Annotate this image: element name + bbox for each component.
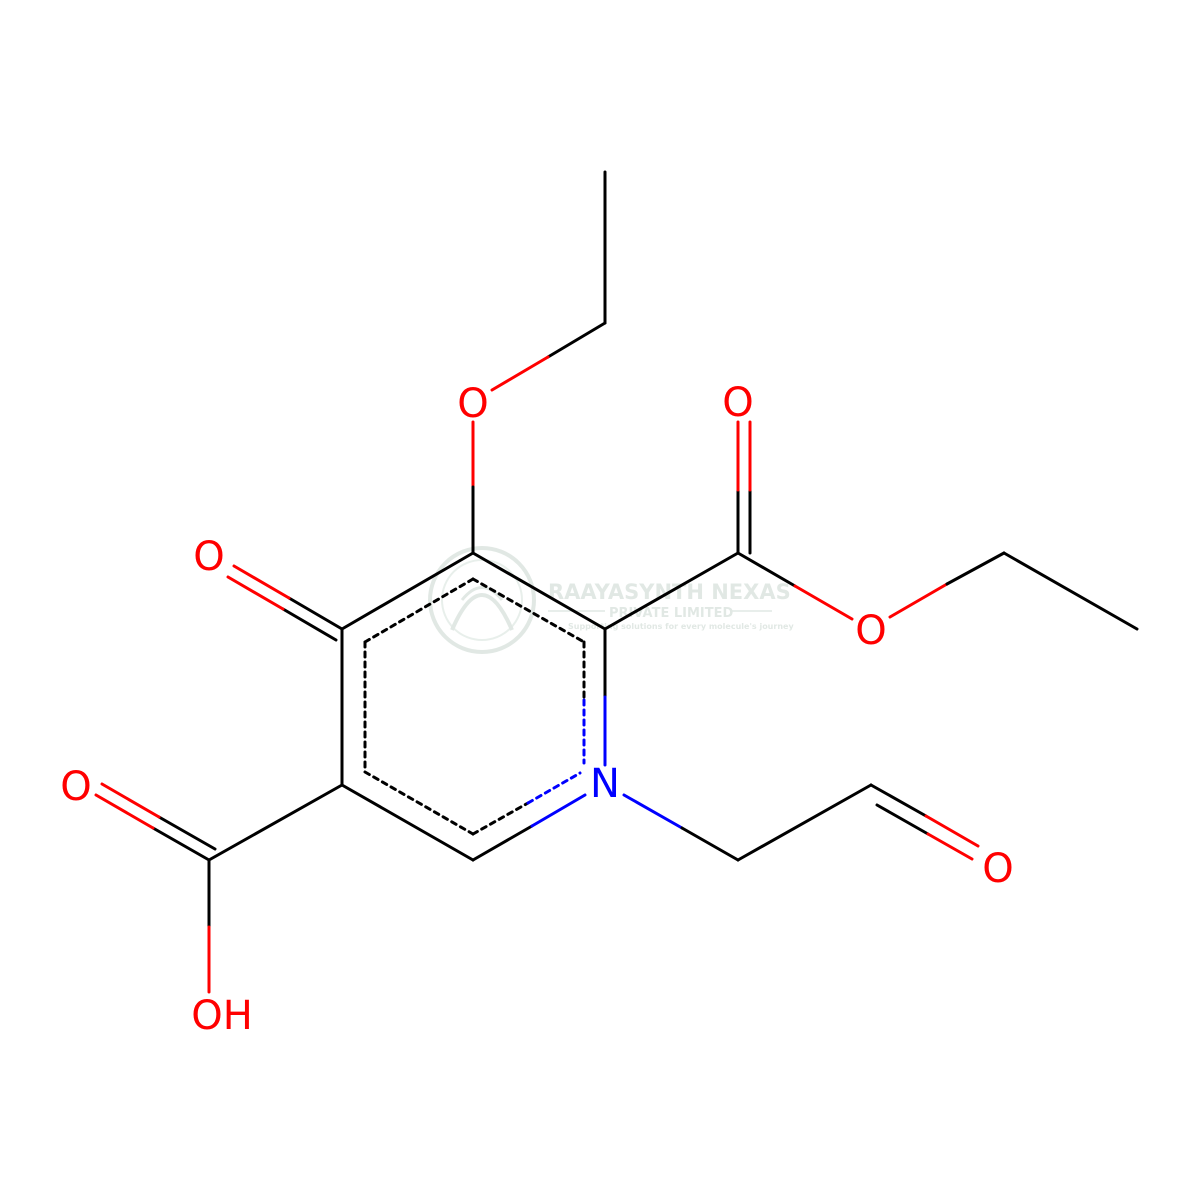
bond-n-ch2 <box>622 793 684 830</box>
aromatic-dashed-bonds <box>363 577 586 836</box>
atom-oh-acid: OH <box>191 993 253 1039</box>
bond-acid-carbonyl-double <box>151 826 211 862</box>
watermark-emblem-icon <box>428 546 536 654</box>
bond-ethoxy-ch2-o <box>546 321 607 359</box>
atom-o-aldehyde: O <box>982 846 1013 892</box>
atom-o-ethoxy: O <box>457 381 488 427</box>
bond-ketone-double <box>287 596 344 631</box>
bond-ring-c6-n <box>471 824 534 862</box>
bond-ester-ch2-ch3 <box>1002 551 1139 631</box>
atom-o-ester-carbonyl: O <box>722 380 753 426</box>
bond-ester-o-ch2 <box>888 582 949 619</box>
bond-aldehyde-double <box>869 783 928 818</box>
bond-ester-c-o <box>736 551 797 588</box>
atom-o-acid-carbonyl: O <box>60 764 91 810</box>
bonds <box>94 170 1139 994</box>
atom-o-ester-ether: O <box>855 608 886 654</box>
bond-ch2-cho <box>736 783 873 862</box>
watermark-tagline: Supporting solutions for every molecule'… <box>568 622 794 631</box>
atom-o-ketone: O <box>193 534 224 580</box>
watermark-subtitle: PRIVATE LIMITED <box>609 606 734 621</box>
bond-ring-c3-c4 <box>340 551 475 631</box>
bond-c5-acid-carbon <box>207 783 344 862</box>
bond-ring-c5-c6 <box>340 783 475 862</box>
bond-ring-c3-c2 <box>471 551 607 631</box>
atom-labels: O O O O O OH N O <box>60 380 1013 1039</box>
bond-c2-ester-carbon <box>603 551 740 631</box>
atom-n-ring: N <box>590 761 620 807</box>
watermark-logo: RAAYASYNTH NEXAS PRIVATE LIMITED Support… <box>428 546 794 654</box>
